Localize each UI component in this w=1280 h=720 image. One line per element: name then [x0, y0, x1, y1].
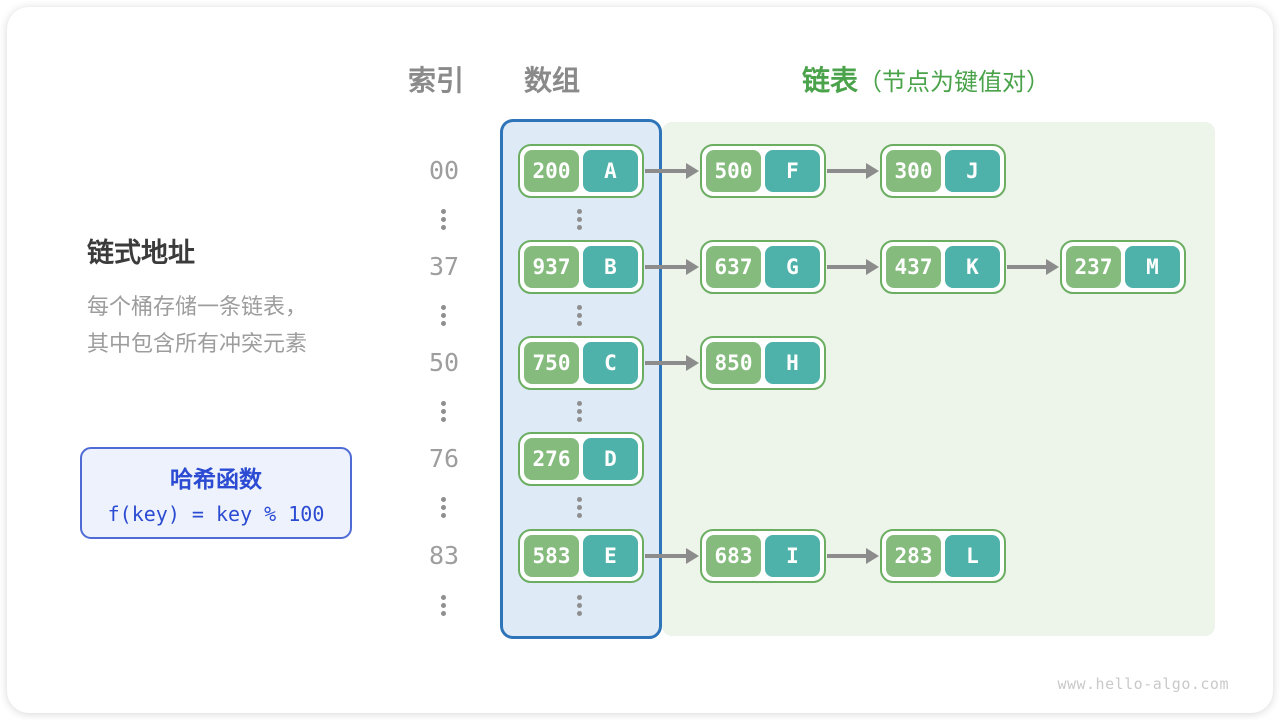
watermark: www.hello-algo.com	[1057, 675, 1229, 693]
node-key: 500	[706, 150, 761, 192]
array-ellipsis-icon	[577, 595, 582, 616]
node-key: 937	[524, 246, 579, 288]
node-value: C	[583, 342, 638, 384]
index-ellipsis-icon	[441, 305, 446, 326]
index-label: 76	[428, 444, 460, 473]
node-value: H	[765, 342, 820, 384]
arrow-right-icon	[645, 162, 699, 179]
node-key: 637	[706, 246, 761, 288]
section-title: 链式地址	[87, 238, 195, 268]
header-index: 索引	[408, 65, 465, 96]
index-label: 83	[428, 541, 460, 570]
hash-function-box: 哈希函数 f(key) = key % 100	[80, 447, 352, 539]
hash-function-title: 哈希函数	[170, 466, 262, 492]
node-key: 276	[524, 438, 579, 480]
array-ellipsis-icon	[577, 209, 582, 230]
header-list-note: （节点为键值对）	[858, 69, 1051, 96]
node-value: D	[583, 438, 638, 480]
index-ellipsis-icon	[441, 595, 446, 616]
node-key: 283	[886, 535, 941, 577]
node-key: 300	[886, 150, 941, 192]
node-value: B	[583, 246, 638, 288]
node-key: 583	[524, 535, 579, 577]
section-description-line1: 每个桶存储一条链表，	[87, 294, 308, 319]
header-list-label: 链表	[802, 65, 859, 96]
node-value: I	[765, 535, 820, 577]
index-ellipsis-icon	[441, 401, 446, 422]
index-label: 00	[428, 156, 460, 185]
array-ellipsis-icon	[577, 401, 582, 422]
node-key: 683	[706, 535, 761, 577]
arrow-right-icon	[645, 354, 699, 371]
node-key: 750	[524, 342, 579, 384]
arrow-right-icon	[827, 162, 879, 179]
index-ellipsis-icon	[441, 497, 446, 518]
node-value: G	[765, 246, 820, 288]
section-description-line2: 其中包含所有冲突元素	[87, 331, 308, 356]
node-key: 237	[1066, 246, 1121, 288]
array-ellipsis-icon	[577, 497, 582, 518]
node-key: 850	[706, 342, 761, 384]
arrow-right-icon	[827, 258, 879, 275]
arrow-right-icon	[1007, 258, 1059, 275]
header-list: 链表 （节点为键值对）	[802, 59, 1050, 99]
index-label: 37	[428, 252, 460, 281]
hash-function-formula: f(key) = key % 100	[107, 502, 325, 526]
node-value: F	[765, 150, 820, 192]
section-description: 每个桶存储一条链表， 其中包含所有冲突元素	[87, 288, 307, 362]
node-value: L	[945, 535, 1000, 577]
node-value: E	[583, 535, 638, 577]
arrow-right-icon	[645, 258, 699, 275]
node-value: M	[1125, 246, 1180, 288]
node-key: 437	[886, 246, 941, 288]
node-value: K	[945, 246, 1000, 288]
arrow-right-icon	[827, 547, 879, 564]
header-array: 数组	[524, 65, 581, 96]
index-ellipsis-icon	[441, 209, 446, 230]
arrow-right-icon	[645, 547, 699, 564]
node-key: 200	[524, 150, 579, 192]
figure-card: 索引 数组 链表 （节点为键值对） 链式地址 每个桶存储一条链表， 其中包含所有…	[7, 7, 1273, 713]
array-ellipsis-icon	[577, 305, 582, 326]
node-value: J	[945, 150, 1000, 192]
node-value: A	[583, 150, 638, 192]
index-label: 50	[428, 348, 460, 377]
